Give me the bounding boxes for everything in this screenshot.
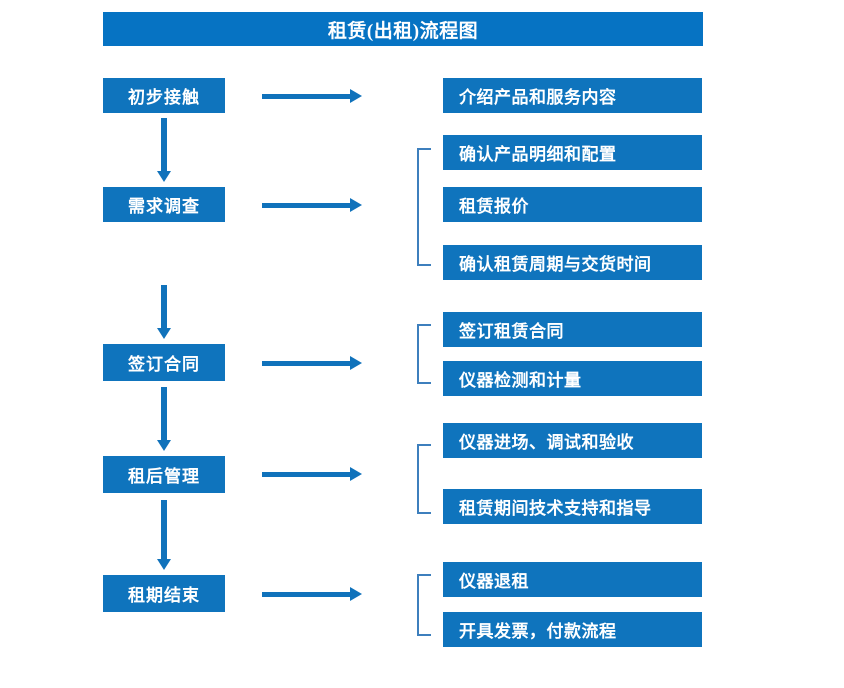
detail-box-technical-support-guidance[interactable]: 租赁期间技术支持和指导 [443, 489, 702, 524]
vertical-arrow-contact-to-survey [156, 118, 172, 182]
vertical-arrow-management-to-leaseend [156, 500, 172, 570]
vertical-arrow-contract-to-management [156, 387, 172, 451]
detail-box-confirm-lease-period-delivery[interactable]: 确认租赁周期与交货时间 [443, 245, 702, 280]
detail-box-instrument-inspection-metering[interactable]: 仪器检测和计量 [443, 361, 702, 396]
detail-box-instrument-entry-debug-acceptance[interactable]: 仪器进场、调试和验收 [443, 423, 702, 458]
detail-box-introduce-products-services[interactable]: 介绍产品和服务内容 [443, 78, 702, 113]
stage-box-post-rental-management[interactable]: 租后管理 [103, 456, 225, 493]
detail-box-invoice-payment-process[interactable]: 开具发票，付款流程 [443, 612, 702, 647]
diagram-title: 租赁(出租)流程图 [103, 12, 703, 46]
detail-box-confirm-product-details-config[interactable]: 确认产品明细和配置 [443, 135, 702, 170]
stage-box-lease-end[interactable]: 租期结束 [103, 575, 225, 612]
group-bracket-2 [417, 148, 431, 266]
group-bracket-4 [417, 444, 431, 514]
detail-box-instrument-return[interactable]: 仪器退租 [443, 562, 702, 597]
stage-box-sign-contract[interactable]: 签订合同 [103, 344, 225, 381]
horizontal-arrow-to-group-3 [262, 355, 362, 371]
horizontal-arrow-to-group-4 [262, 466, 362, 482]
stage-box-requirement-survey[interactable]: 需求调查 [103, 187, 225, 222]
horizontal-arrow-to-group-1 [262, 88, 362, 104]
horizontal-arrow-to-group-2 [262, 197, 362, 213]
group-bracket-5 [417, 574, 431, 636]
detail-box-sign-lease-contract[interactable]: 签订租赁合同 [443, 312, 702, 347]
group-bracket-3 [417, 324, 431, 384]
stage-box-initial-contact[interactable]: 初步接触 [103, 78, 225, 113]
horizontal-arrow-to-group-5 [262, 586, 362, 602]
detail-box-rental-quotation[interactable]: 租赁报价 [443, 187, 702, 222]
vertical-arrow-survey-to-contract [156, 285, 172, 339]
